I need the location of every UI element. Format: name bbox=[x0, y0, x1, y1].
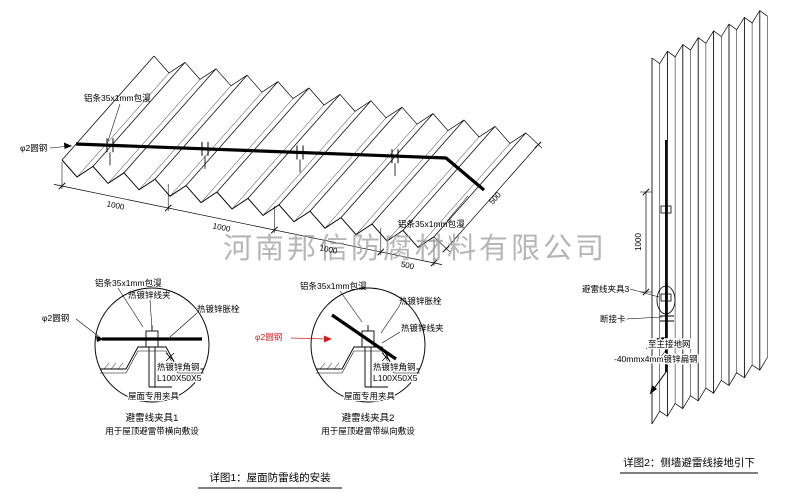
company-watermark: 河南邦信防腐材料有限公司 bbox=[223, 232, 607, 265]
d2-label-round-steel: φ2圆钢 bbox=[255, 332, 282, 342]
wall-label-clamp3: 避雷线夹具3 bbox=[582, 284, 630, 294]
d2-label-wire-clamp: 热镀锌线夹 bbox=[401, 323, 444, 333]
d1-title: 避雷线夹具1 bbox=[126, 412, 179, 424]
d2-label-angle-steel: 热镀锌角钢 bbox=[373, 362, 416, 372]
dim-500-side: 500 bbox=[487, 190, 503, 206]
dim-500-a: 500 bbox=[400, 260, 415, 272]
dim-1000-c: 1000 bbox=[319, 243, 339, 256]
d2-title: 避雷线夹具2 bbox=[342, 412, 395, 424]
label-alu-strip-right: 铝条35x1mm包漫 bbox=[398, 219, 465, 229]
d2-label-alu-strip: 铝条35x1mm包漫 bbox=[300, 281, 367, 291]
d2-label-roof-fixture: 屋面专用夹具 bbox=[344, 391, 396, 401]
d2-label-angle-steel-spec: L100X50X5 bbox=[373, 373, 418, 383]
detail-circle-2 bbox=[310, 287, 426, 403]
wall-label-to-ground: 至主接地网 bbox=[648, 339, 691, 349]
d1-label-angle-steel: 热镀锌角钢 bbox=[157, 362, 200, 372]
leader-lines bbox=[49, 103, 667, 359]
wall-elevation-view bbox=[640, 10, 768, 425]
d2-subtitle: 用于屋顶避雷带纵向敷设 bbox=[321, 426, 415, 436]
wall-label-flat-steel: -40mmx4mm镀锌扁钢 bbox=[614, 354, 698, 364]
wall-dim-1000: 1000 bbox=[634, 233, 643, 251]
caption-figure1: 详图1：屋面防雷线的安装 bbox=[209, 471, 331, 484]
d1-label-round-steel: φ2圆钢 bbox=[42, 313, 69, 323]
d1-label-angle-steel-spec: L100X50X5 bbox=[157, 373, 202, 383]
detail-circle-1 bbox=[94, 287, 210, 403]
label-alu-strip-top: 铝条35x1mm包漫 bbox=[84, 93, 151, 103]
d1-label-roof-fixture: 屋面专用夹具 bbox=[128, 391, 180, 401]
d2-label-expansion-bolt: 热镀锌胀栓 bbox=[399, 296, 442, 306]
d1-label-expansion-bolt: 热镀锌胀栓 bbox=[197, 304, 240, 314]
label-round-steel-roof: φ2圆钢 bbox=[20, 143, 47, 153]
caption-figure2: 详图2：侧墙避雷线接地引下 bbox=[623, 456, 755, 469]
roof-isometric-view bbox=[61, 55, 527, 249]
dim-1000-b: 1000 bbox=[212, 221, 232, 234]
d1-label-wire-clamp: 热镀锌线夹 bbox=[128, 290, 171, 300]
dim-1000-a: 1000 bbox=[106, 199, 126, 212]
d1-label-alu-strip: 铝条35x1mm包漫 bbox=[95, 278, 162, 288]
d1-subtitle: 用于屋顶避雷带横向敷设 bbox=[105, 426, 199, 436]
wall-label-disconnect: 断接卡 bbox=[600, 314, 626, 324]
dimension-lines bbox=[53, 132, 758, 489]
